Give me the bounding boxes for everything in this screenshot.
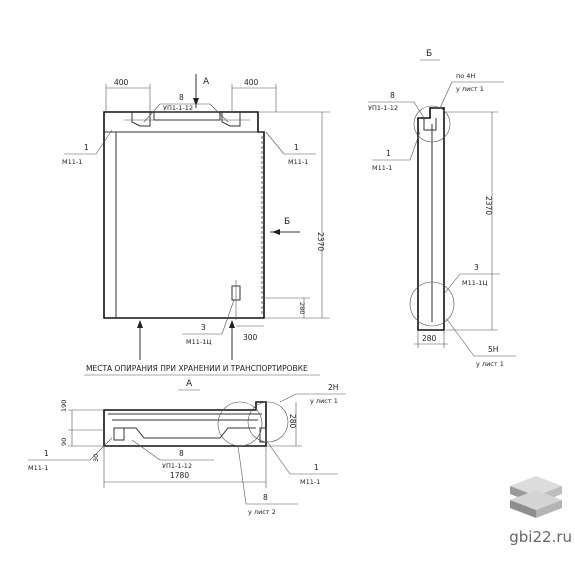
leader-line: [209, 103, 229, 123]
section-a-label: А: [203, 77, 210, 87]
leader-line: [143, 103, 161, 123]
side-note-5n-sheet: у лист 1: [476, 360, 504, 368]
plan-callout-1-left: 1: [44, 449, 49, 458]
dim-300: 300: [243, 333, 258, 342]
side-dim-2370: 2370: [484, 196, 493, 215]
side-callout-1: 1: [386, 149, 391, 158]
plan-callout-8b: 8: [263, 493, 268, 502]
top-notch: [423, 118, 437, 131]
callout-m11-right: М11-1: [288, 158, 308, 166]
leader-line: [439, 81, 453, 109]
plan-view-title: А: [186, 379, 193, 389]
layered-slabs-icon: [510, 476, 562, 518]
plan-callout-m11-right: М11-1: [300, 478, 320, 486]
callout-1-left: 1: [84, 143, 89, 152]
plan-note-2n-sheet: у лист 1: [310, 397, 338, 405]
front-view: 400 400 А 8 УП1-1-12 1 М11-1 1 М11-1 Б 2…: [62, 74, 330, 376]
top-embedded-plate: [153, 111, 221, 121]
right-loop-pocket: [221, 112, 241, 127]
side-callout-m11-3: М11-1Ц: [462, 279, 487, 287]
callout-m11-left: М11-1: [62, 158, 82, 166]
side-view: Б по 4Н у лист 1 8 УП1-1-12 1 М11-1 2370…: [368, 49, 516, 368]
leader-line: [443, 273, 461, 295]
detail-circle-bottom: [409, 281, 455, 327]
leader-line: [279, 393, 297, 403]
arrow-up-icon: [229, 320, 235, 328]
dim-400-right: 400: [244, 78, 259, 87]
side-callout-m11: М11-1: [372, 164, 392, 172]
side-note-5n: 5Н: [488, 345, 498, 354]
watermark-site: gbi22.ru: [509, 528, 572, 546]
leader-line: [265, 439, 291, 475]
section-b-label: Б: [284, 217, 290, 227]
callout-m11-3: М11-1Ц: [186, 338, 211, 346]
leader-line: [221, 299, 235, 335]
plan-view: А 2Н у лист 1 190 90 30 280 1 М11-1: [28, 379, 346, 516]
plan-outline: [103, 401, 267, 447]
plan-embedded-right: [259, 427, 267, 443]
leader-line: [131, 439, 161, 461]
callout-1-right: 1: [294, 143, 299, 152]
plan-dim-190: 190: [60, 400, 68, 412]
leader-line: [445, 317, 475, 357]
plan-recess: [118, 427, 256, 439]
leader-line: [413, 101, 425, 119]
leader-line: [237, 445, 247, 505]
detail-circle-plan-right: [247, 401, 289, 443]
arrow-up-icon: [137, 320, 143, 328]
plan-note-2n: 2Н: [328, 383, 338, 392]
side-dim-280: 280: [422, 334, 437, 343]
note-top-sheet: у лист 1: [456, 85, 484, 93]
side-view-title: Б: [426, 49, 432, 59]
left-loop-pocket: [131, 112, 151, 127]
callout-8: 8: [179, 93, 184, 102]
leader-line: [89, 437, 113, 461]
detail-circle-top: [413, 105, 451, 143]
side-callout-8: 8: [390, 91, 395, 100]
side-callout-upl: УП1-1-12: [368, 104, 398, 112]
plan-callout-8: 8: [179, 449, 184, 458]
side-callout-3: 3: [474, 263, 479, 272]
side-profile: [417, 107, 445, 331]
callout-3: 3: [201, 323, 206, 332]
note-top: по 4Н: [456, 72, 475, 80]
plan-callout-1-right: 1: [314, 463, 319, 472]
dim-2370: 2370: [316, 232, 325, 251]
plan-dim-1780: 1780: [170, 471, 189, 480]
detail-circle-plan-mid: [217, 401, 263, 447]
leader-line: [409, 131, 421, 161]
plan-callout-m11-left: М11-1: [28, 464, 48, 472]
callout-upl: УП1-1-12: [163, 104, 193, 112]
plan-callout-8b-sheet: у лист 2: [248, 508, 276, 516]
plan-dim-280: 280: [288, 414, 297, 429]
plan-callout-upl: УП1-1-12: [162, 462, 192, 470]
plan-dim-90: 90: [60, 438, 68, 446]
leader-line: [95, 129, 113, 155]
plan-dim-30: 30: [92, 454, 100, 462]
dim-400-left: 400: [114, 78, 129, 87]
plan-embedded-left: [113, 427, 125, 441]
arrow-head-icon: [272, 229, 280, 235]
leader-line: [265, 131, 285, 155]
dim-280: 280: [298, 302, 306, 314]
support-caption: МЕСТА ОПИРАНИЯ ПРИ ХРАНЕНИИ И ТРАНСПОРТИ…: [86, 364, 308, 373]
arrow-head-icon: [193, 98, 199, 106]
